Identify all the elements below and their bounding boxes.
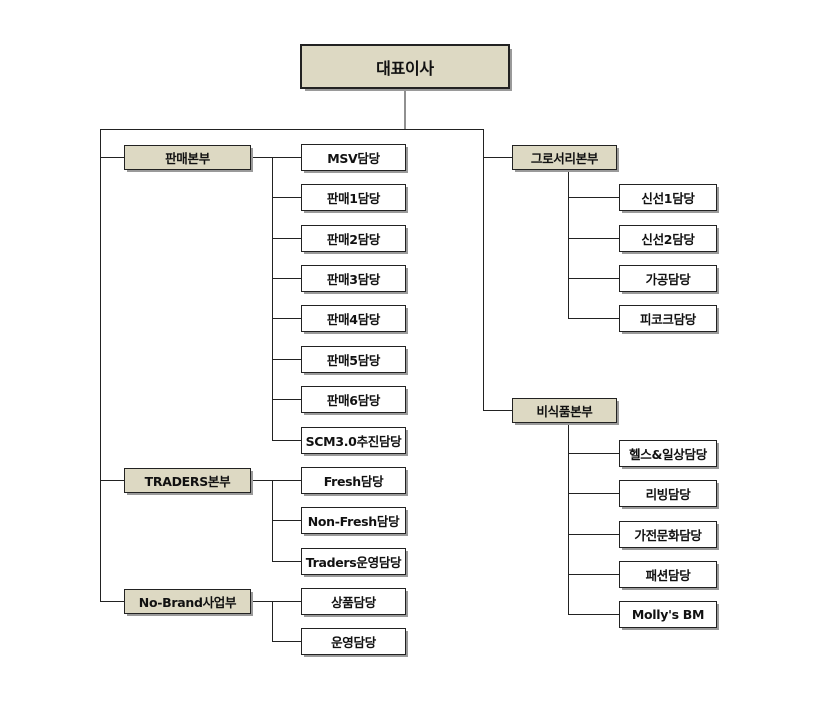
team-box: 판매3담당 — [301, 265, 408, 294]
team-label: 가공담당 — [645, 272, 691, 287]
team-box: 신선2담당 — [619, 225, 719, 254]
team-label: 판매2담당 — [326, 232, 381, 247]
team-box: 운영담당 — [301, 628, 408, 657]
team-label: 가전문화담당 — [634, 528, 702, 543]
team-box: 판매4담당 — [301, 305, 408, 334]
team-box: 판매2담당 — [301, 225, 408, 254]
team-box: SCM3.0추진담당 — [301, 427, 408, 456]
division-traders: TRADERS본부 — [124, 468, 253, 495]
team-box: 리빙담당 — [619, 480, 719, 509]
team-label: 판매5담당 — [326, 353, 381, 368]
ceo-label: 대표이사 — [376, 58, 434, 78]
team-box: Molly's BM — [619, 601, 719, 630]
division-label: No-Brand사업부 — [138, 595, 237, 610]
team-box: Non-Fresh담당 — [301, 507, 408, 536]
division-nonfood: 비식품본부 — [512, 398, 619, 425]
team-label: 판매3담당 — [326, 272, 381, 287]
team-box: MSV담당 — [301, 144, 408, 173]
team-box: 패션담당 — [619, 561, 719, 590]
team-label: 패션담당 — [645, 568, 691, 583]
team-label: Traders운영담당 — [305, 555, 402, 570]
team-label: 리빙담당 — [645, 487, 691, 502]
team-label: 헬스&일상담당 — [629, 447, 707, 462]
team-label: 판매1담당 — [326, 191, 381, 206]
division-label: 판매본부 — [165, 151, 210, 166]
team-label: 판매4담당 — [326, 312, 381, 327]
team-label: 운영담당 — [331, 635, 376, 650]
division-nobrand: No-Brand사업부 — [124, 589, 253, 616]
team-label: MSV담당 — [327, 151, 380, 166]
team-box: Fresh담당 — [301, 467, 408, 496]
ceo-box: 대표이사 — [300, 44, 512, 91]
division-grocery: 그로서리본부 — [512, 145, 619, 172]
division-label: TRADERS본부 — [144, 474, 231, 489]
team-label: 신선1담당 — [641, 191, 695, 206]
team-box: Traders운영담당 — [301, 548, 408, 577]
team-label: Fresh담당 — [323, 474, 384, 489]
team-box: 헬스&일상담당 — [619, 440, 719, 469]
division-label: 비식품본부 — [536, 404, 593, 419]
division-label: 그로서리본부 — [530, 151, 599, 166]
team-box: 판매1담당 — [301, 184, 408, 213]
team-box: 판매6담당 — [301, 386, 408, 415]
team-box: 신선1담당 — [619, 184, 719, 213]
team-label: 피코크담당 — [639, 312, 696, 327]
team-box: 판매5담당 — [301, 346, 408, 375]
team-label: 신선2담당 — [641, 232, 695, 247]
team-box: 가공담당 — [619, 265, 719, 294]
team-label: SCM3.0추진담당 — [305, 434, 402, 449]
division-sales: 판매본부 — [124, 145, 253, 172]
team-label: 판매6담당 — [326, 393, 381, 408]
team-label: Non-Fresh담당 — [307, 514, 400, 529]
team-box: 상품담당 — [301, 588, 408, 617]
team-label: Molly's BM — [631, 607, 705, 622]
team-box: 가전문화담당 — [619, 521, 719, 550]
team-label: 상품담당 — [331, 595, 376, 610]
team-box: 피코크담당 — [619, 305, 719, 334]
